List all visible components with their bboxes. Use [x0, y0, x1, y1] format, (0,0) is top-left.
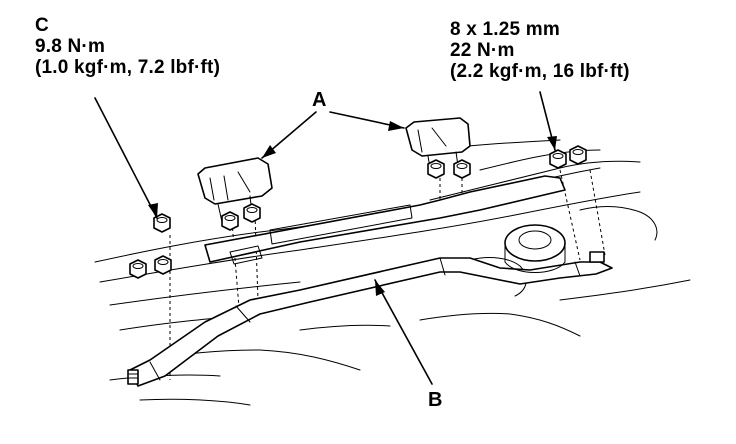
engine-mount — [504, 224, 566, 273]
nut-far-right-a — [549, 149, 567, 169]
nut-left-mid-b — [154, 255, 172, 275]
leader-c-arrowhead — [148, 203, 158, 218]
leader-b-arrowhead — [375, 280, 385, 296]
right-spec-torque-alt: (2.2 kgf·m, 16 lbf·ft) — [450, 61, 630, 82]
callout-a: A — [312, 89, 327, 111]
callout-b: B — [428, 389, 443, 411]
left-torque-spec: C 9.8 N·m (1.0 kgf·m, 7.2 lbf·ft) — [35, 15, 220, 78]
nut-right-b — [453, 159, 471, 179]
nut-center-a — [221, 211, 239, 231]
stud-bottom-right — [589, 251, 605, 263]
fastener-nuts — [127, 145, 605, 385]
right-spec-bolt-size: 8 x 1.25 mm — [450, 19, 560, 40]
engine-background-lines — [94, 139, 691, 406]
leader-lines — [94, 91, 557, 385]
leader-a-left-arrowhead — [262, 145, 276, 158]
module-a-left — [197, 157, 273, 223]
strut-brace — [129, 257, 613, 387]
nut-center-b — [243, 203, 261, 223]
nut-far-right-b — [569, 145, 587, 165]
cowl-panel — [204, 175, 566, 265]
nut-left-mid-a — [129, 259, 147, 279]
module-a-right — [405, 117, 471, 169]
nut-right-a — [427, 159, 445, 179]
right-spec-torque-nm: 22 N·m — [450, 40, 515, 61]
left-spec-torque-alt: (1.0 kgf·m, 7.2 lbf·ft) — [35, 57, 221, 78]
nut-left-top — [153, 213, 171, 233]
stud-bottom-left — [127, 369, 139, 385]
left-spec-letter: C — [35, 15, 49, 36]
leader-right-spec-arrowhead — [547, 136, 557, 150]
left-spec-torque-nm: 9.8 N·m — [35, 36, 106, 57]
right-torque-spec: 8 x 1.25 mm 22 N·m (2.2 kgf·m, 16 lbf·ft… — [450, 19, 630, 82]
leader-c — [94, 97, 158, 219]
leader-b — [374, 279, 433, 385]
leader-a-right-arrowhead — [388, 121, 404, 131]
